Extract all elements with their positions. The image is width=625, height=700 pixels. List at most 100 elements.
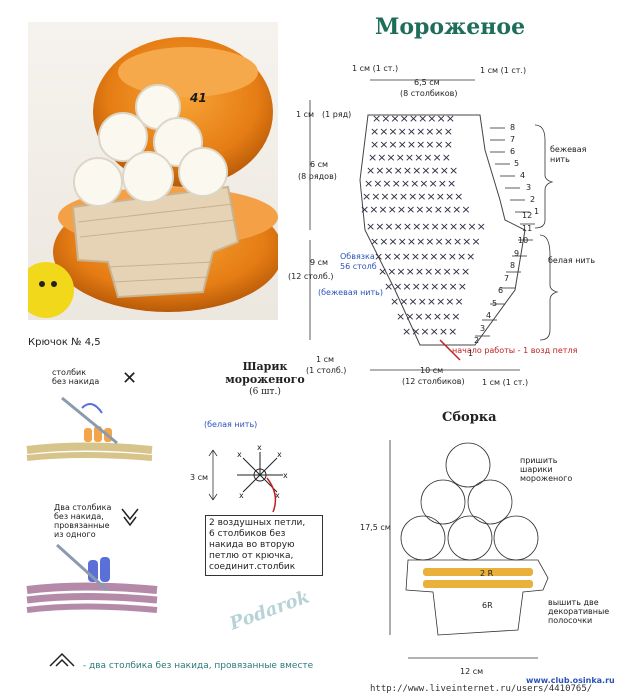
chart-beige-yarn: бежевая нить [550,145,586,165]
lower-row-3: 3 [480,323,486,333]
page-title: Мороженое [375,14,526,40]
sc-illustration [26,396,153,461]
legend-dec-line4: из одного [54,530,96,539]
svg-text:××××××××××: ×××××××××× [366,164,458,177]
assembly-stripes-note: вышить две декоративные полосочки [548,598,609,625]
lower-row-6: 6 [498,286,504,295]
svg-text:x: x [283,471,288,480]
chart-bottom-stitches: (12 столбиков) [402,377,465,386]
assembly-sew-line3: мороженого [520,474,573,483]
svg-text:x: x [237,450,242,459]
svg-text:××××××××××: ×××××××××× [364,177,456,190]
chart-start-note: начало работы - 1 возд петля [452,346,578,355]
svg-text:××××××××××××: ×××××××××××× [370,235,481,248]
ball-note-line5: соединит.столбик [209,562,296,572]
ball-yarn: (белая нить) [204,420,258,429]
ball-title: Шарик мороженого (6 шт.) [200,360,330,399]
lower-row-10: 10 [518,236,529,245]
upper-row-4: 4 [520,171,526,180]
upper-row-3: 3 [526,183,532,192]
svg-text:×××××××××: ××××××××× [370,125,453,138]
assembly-width: 12 см [460,667,484,676]
assembly-sew-line1: пришить [520,456,558,465]
svg-text:×××××××××: ××××××××× [370,138,453,151]
assembly-sew-line2: шарики [520,465,553,474]
legend-bottom-note: - два столбика без накида, провязанные в… [48,650,358,671]
svg-text:××××××××: ×××××××× [390,295,464,308]
chart-row1-height: 1 см [296,110,315,119]
photo-number: 41 [189,91,207,105]
svg-text:x: x [277,450,282,459]
chart-beige-yarn-line2: нить [550,155,570,164]
svg-text:×××××××××: ××××××××× [384,280,467,293]
lower-row-numbers: 12 11 10 9 8 7 6 5 4 3 2 1 [468,210,532,360]
ball-note-line3: накида во вторую [209,540,295,550]
chart-lower-rows: (12 столб.) [288,272,334,281]
assembly-stripes-line3: полосочки [548,616,593,625]
upper-row-7: 7 [510,135,516,144]
site-link[interactable]: www.club.osinka.ru [526,676,615,685]
chart-bottom-right-gap: 1 см (1 ст.) [482,378,529,387]
ball-note: 2 воздушных петли, 6 столбиков без накид… [205,515,323,576]
dec-illustration [26,508,158,613]
upper-row-1: 1 [534,207,540,216]
chart-edging: Обвязка 56 столб [340,252,377,272]
chart-beige-yarn-line1: бежевая [550,145,587,154]
lower-row-8: 8 [510,261,516,270]
ball-note-line2: 6 столбиков без [209,529,286,539]
ball-title-line1: Шарик [242,360,288,373]
ball-height: 3 см [190,473,209,482]
svg-text:××××××: ×××××× [402,325,457,338]
lower-row-5: 5 [492,298,498,308]
chart-bottom-width: 10 см [420,366,444,375]
svg-text:×××××××××: ××××××××× [368,151,451,164]
dec-symbol-icon [48,650,80,671]
ball-note-line1: 2 воздушных петли, [209,518,306,528]
svg-text:×××××××××××: ××××××××××× [362,190,463,203]
chart-top-stitches: (8 столбиков) [400,89,458,98]
hook-label: Крючок № 4,5 [28,337,101,348]
assembly-stripes-line1: вышить две [548,598,599,607]
ball-count: (6 шт.) [249,387,281,397]
upper-row-8: 8 [510,123,516,132]
assembly-label-2r: 2 R [480,569,494,578]
chart-top-left-gap: 1 см (1 ст.) [352,64,399,73]
lower-row-9: 9 [514,248,520,258]
crochet-chart: ××××××××× ××××××××× ××××××××× ××××××××× … [309,79,559,371]
chart-top-width: 6,5 см [414,78,440,87]
photo-illustration: 41 [28,37,278,318]
svg-text:×××××××××: ××××××××× [372,112,455,125]
legend-bottom-note-text: - два столбика без накида, провязанные в… [82,661,314,671]
legend-dec: Два столбика без накида, провязанные из … [22,495,162,625]
bowl-rim [118,47,258,97]
legend-dec-line3: провязанные [54,521,110,530]
legend-dec-line2: без накида, [54,512,104,521]
chart-upper-rows: (8 рядов) [298,172,337,181]
stitch-grid: ××××××××× ××××××××× ××××××××× ××××××××× … [360,112,486,338]
ball-note-line4: петлю от крючка, [209,551,294,561]
upper-row-numbers: 8 7 6 5 4 3 2 1 [510,122,539,218]
svg-text:x: x [257,443,262,452]
ice-cream-balls [73,84,228,207]
chart-edging-line1: Обвязка [340,252,375,261]
svg-text:×××××××××××: ××××××××××× [374,250,475,263]
assembly-title: Сборка [442,410,497,425]
svg-text:x: x [275,491,280,500]
svg-text:××××××××××××: ×××××××××××× [360,203,471,216]
svg-text:××××××××××: ×××××××××× [378,265,470,278]
upper-row-2: 2 [530,195,536,204]
svg-text:×××××××××××××: ××××××××××××× [366,220,486,233]
lower-row-2: 2 [474,336,480,345]
assembly-height: 17,5 см [360,523,391,532]
chart-bottom-left-gap: 1 см [316,355,335,364]
footer-url[interactable]: http://www.liveinternet.ru/users/4410765… [370,684,593,694]
ball-title-line2: мороженого [225,373,305,386]
chart-edging-line3: (бежевая нить) [318,288,384,297]
svg-text:×××××××: ××××××× [396,310,461,323]
lower-row-7: 7 [504,273,510,283]
ball-chart: xxx xxx [208,443,288,513]
chart-bottom-left-stitch: (1 столб.) [306,366,347,375]
chart-top-right-gap: 1 см (1 ст.) [480,66,527,75]
assembly-sew-note: пришить шарики мороженого [520,456,572,483]
assembly-stripes-line2: декоративные [548,607,610,616]
